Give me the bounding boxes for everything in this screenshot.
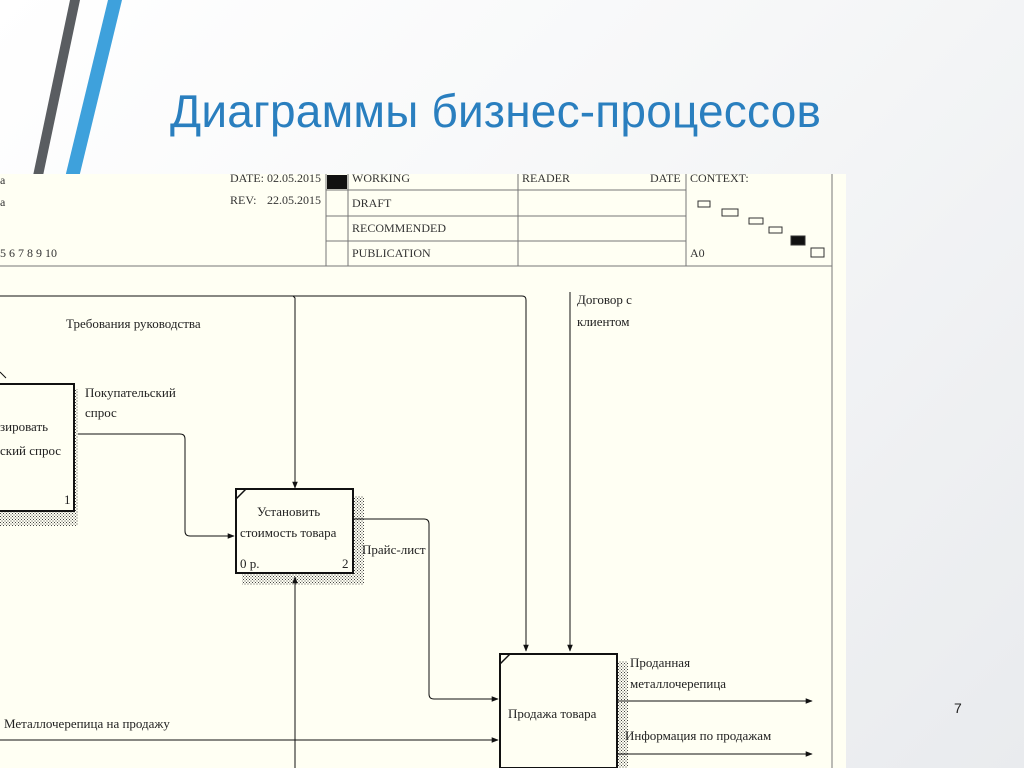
label-demand-line2: спрос <box>85 405 117 420</box>
header-text: a a DATE: 02.05.2015 REV: 22.05.2015 5 6… <box>0 174 749 260</box>
process-box-3: Продажа товара <box>499 653 628 768</box>
date-label: DATE: <box>230 174 264 185</box>
label-sales-info: Информация по продажам <box>625 728 771 743</box>
label-tiles-for-sale: Металлочерепица на продажу <box>4 716 170 731</box>
context-label: CONTEXT: <box>690 174 749 185</box>
label-sold-line2: металлочерепица <box>630 676 726 691</box>
status-publication: PUBLICATION <box>352 246 431 260</box>
rev-value: 22.05.2015 <box>267 193 321 207</box>
status-draft: DRAFT <box>352 196 392 210</box>
status-recommended: RECOMMENDED <box>352 221 446 235</box>
rev-label: REV: <box>230 193 256 207</box>
slide-title: Диаграммы бизнес-процессов <box>170 85 822 137</box>
page-number: 7 <box>954 700 962 716</box>
box2-label-line2: стоимость товара <box>240 525 337 540</box>
context-thumbnail <box>697 200 825 258</box>
working-status-marker <box>327 175 347 189</box>
box1-corner-tick <box>0 371 7 379</box>
arrow-labels: Требования руководства Договор с клиенто… <box>4 292 771 743</box>
date-value: 02.05.2015 <box>267 174 321 185</box>
reader-label: READER <box>522 174 570 185</box>
label-sold-line1: Проданная <box>630 655 690 670</box>
box1-label-line1: зировать <box>0 419 48 434</box>
idef0-diagram: a a DATE: 02.05.2015 REV: 22.05.2015 5 6… <box>0 174 846 768</box>
box3-label-line1: Продажа товара <box>508 706 597 721</box>
control-arrows <box>0 292 573 652</box>
header-fragment-b: a <box>0 195 6 209</box>
box1-number: 1 <box>64 492 71 507</box>
page-numbers: 5 6 7 8 9 10 <box>0 246 57 260</box>
process-box-2: Установить стоимость товара 0 р. 2 <box>235 488 364 585</box>
box1-label-line2: ский спрос <box>0 443 61 458</box>
date-column-label: DATE <box>650 174 681 185</box>
process-box-1: зировать ский спрос 1 <box>0 383 78 526</box>
node-label: A0 <box>690 246 705 260</box>
label-contract-line1: Договор с <box>577 292 632 307</box>
box2-number: 2 <box>342 556 349 571</box>
label-pricelist: Прайс-лист <box>362 542 426 557</box>
box2-label-line1: Установить <box>257 504 320 519</box>
label-contract-line2: клиентом <box>577 314 629 329</box>
label-requirements: Требования руководства <box>66 316 201 331</box>
status-working: WORKING <box>352 174 410 185</box>
header-fragment-a: a <box>0 174 6 187</box>
box2-cost: 0 р. <box>240 556 260 571</box>
flow-arrows <box>0 433 813 768</box>
label-demand-line1: Покупательский <box>85 385 176 400</box>
header-frame <box>0 174 833 768</box>
